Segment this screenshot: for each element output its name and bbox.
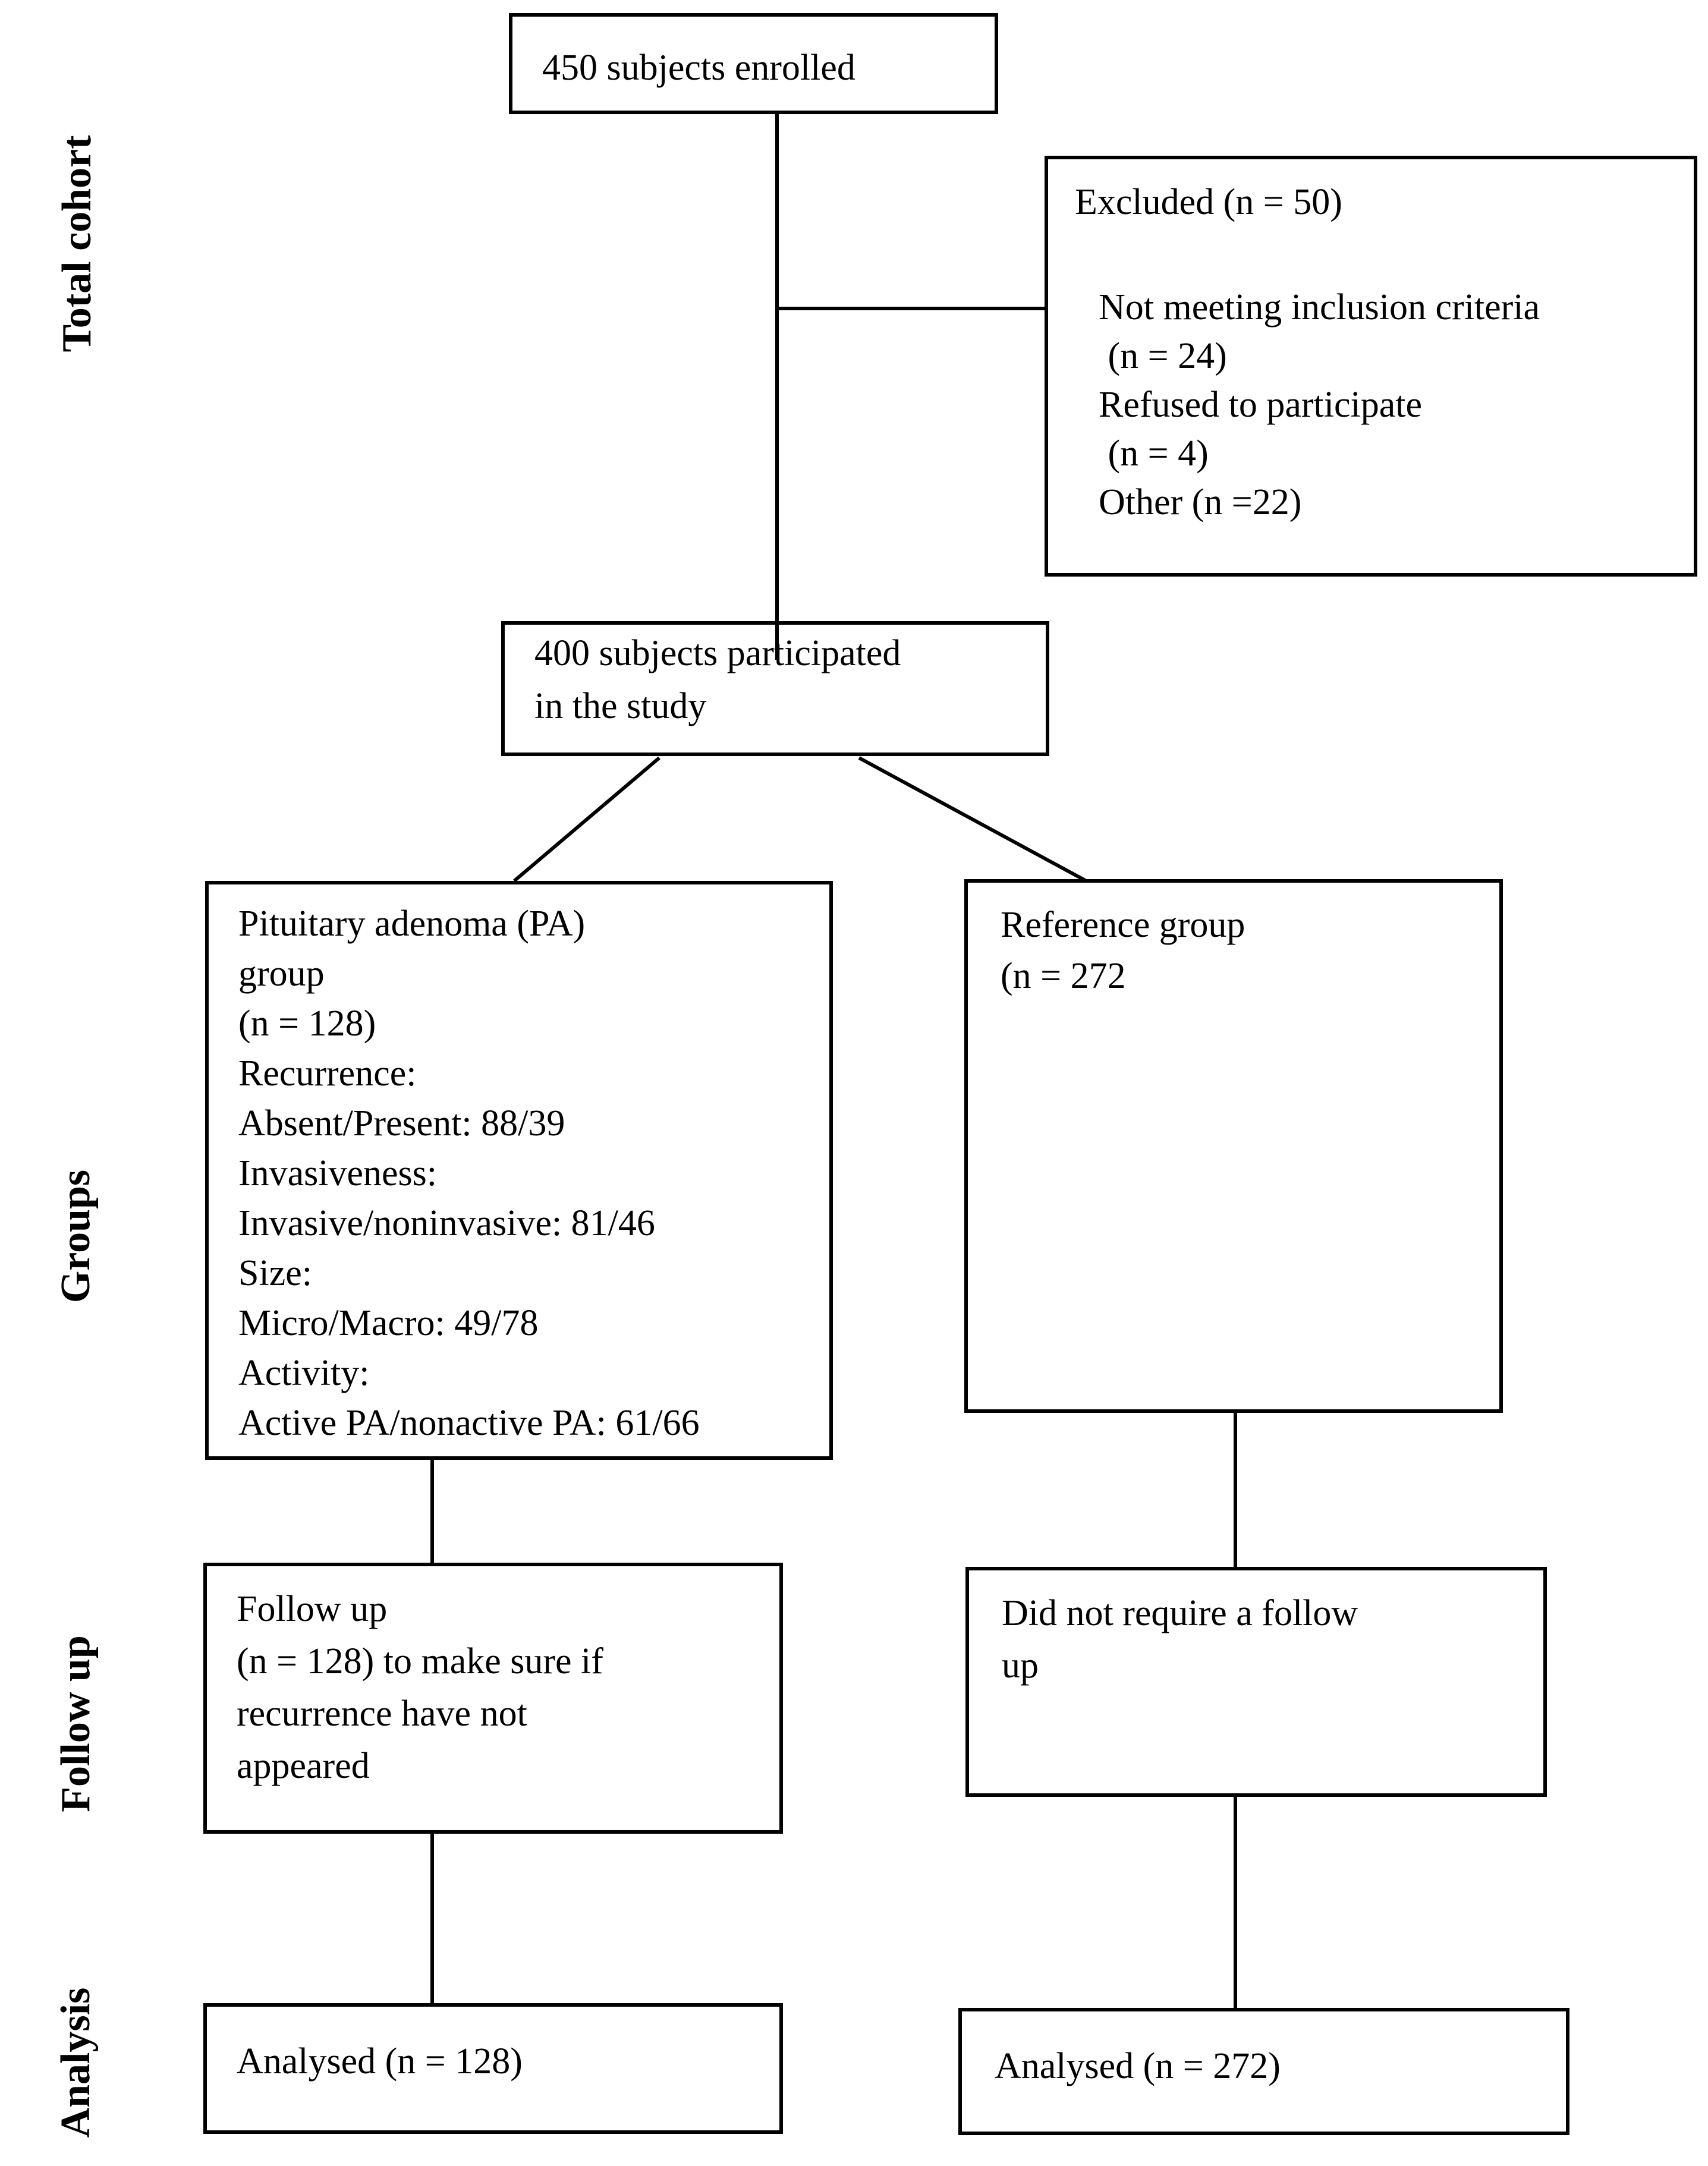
pa-group-line: group bbox=[238, 953, 325, 994]
analysed-pa-text: Analysed (n = 128) bbox=[237, 2041, 523, 2082]
excluded-item: (n = 24) bbox=[1099, 336, 1227, 376]
stage-label-groups: Groups bbox=[53, 1169, 99, 1304]
excluded-item: Refused to participate bbox=[1099, 385, 1423, 425]
box-pa-group: Pituitary adenoma (PA) group (n = 128) R… bbox=[205, 881, 833, 1460]
box-followup-reference: Did not require a follow up bbox=[965, 1567, 1547, 1797]
box-analysed-pa: Analysed (n = 128) bbox=[203, 2003, 783, 2134]
stage-label-follow-up: Follow up bbox=[53, 1635, 99, 1812]
reference-group-line: Reference group bbox=[1001, 905, 1245, 945]
followup-reference-line: up bbox=[1002, 1645, 1039, 1686]
connector-participated-pa-group bbox=[513, 756, 660, 883]
pa-group-line: Absent/Present: 88/39 bbox=[238, 1103, 565, 1144]
pa-group-line: Invasive/noninvasive: 81/46 bbox=[238, 1203, 655, 1243]
excluded-items: Not meeting inclusion criteria (n = 24) … bbox=[1099, 283, 1682, 527]
followup-pa-line: (n = 128) to make sure if bbox=[237, 1641, 603, 1682]
pa-group-line: Size: bbox=[238, 1253, 312, 1293]
stage-label-total-cohort: Total cohort bbox=[54, 135, 100, 352]
pa-group-line: Invasiveness: bbox=[238, 1153, 438, 1194]
box-reference-group: Reference group (n = 272 bbox=[964, 879, 1503, 1413]
stage-label-analysis: Analysis bbox=[53, 1987, 99, 2138]
box-enrolled: 450 subjects enrolled bbox=[509, 13, 998, 114]
connector-participated-reference-group bbox=[858, 756, 1087, 883]
excluded-spacer bbox=[1075, 228, 1682, 283]
enrolled-text: 450 subjects enrolled bbox=[542, 48, 855, 88]
participated-line: in the study bbox=[534, 686, 707, 726]
followup-pa-line: appeared bbox=[237, 1746, 370, 1786]
pa-group-line: Activity: bbox=[238, 1353, 370, 1393]
followup-reference-line: Did not require a follow bbox=[1002, 1593, 1358, 1633]
participated-line: 400 subjects participated bbox=[534, 633, 901, 673]
pa-group-line: Recurrence: bbox=[238, 1053, 417, 1094]
pa-group-line: (n = 128) bbox=[238, 1003, 376, 1044]
pa-group-line: Active PA/nonactive PA: 61/66 bbox=[238, 1403, 700, 1443]
box-analysed-reference: Analysed (n = 272) bbox=[958, 2008, 1569, 2135]
excluded-item: Not meeting inclusion criteria bbox=[1099, 287, 1540, 328]
excluded-item: (n = 4) bbox=[1099, 433, 1209, 474]
followup-pa-line: recurrence have not bbox=[237, 1693, 527, 1734]
reference-group-line: (n = 272 bbox=[1001, 956, 1126, 996]
pa-group-line: Micro/Macro: 49/78 bbox=[238, 1303, 539, 1343]
box-excluded: Excluded (n = 50) Not meeting inclusion … bbox=[1045, 156, 1697, 577]
pa-group-line: Pituitary adenoma (PA) bbox=[238, 903, 586, 944]
box-followup-pa: Follow up (n = 128) to make sure if recu… bbox=[203, 1563, 783, 1834]
analysed-reference-text: Analysed (n = 272) bbox=[995, 2046, 1281, 2086]
excluded-item: Other (n =22) bbox=[1099, 482, 1302, 522]
box-participated: 400 subjects participated in the study bbox=[501, 621, 1049, 756]
followup-pa-line: Follow up bbox=[237, 1589, 388, 1629]
excluded-title: Excluded (n = 50) bbox=[1075, 182, 1342, 222]
